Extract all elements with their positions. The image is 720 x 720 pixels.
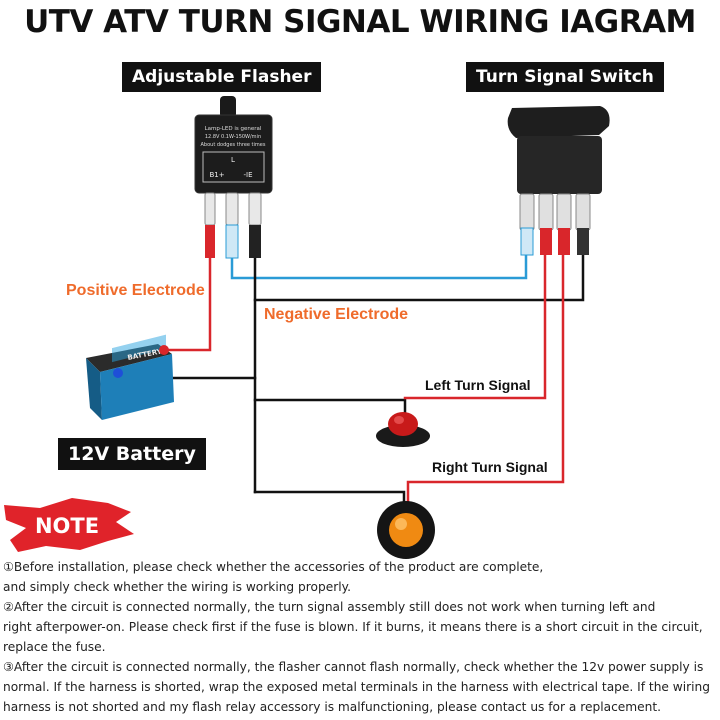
diagram-title: UTV ATV TURN SIGNAL WIRING IAGRAM xyxy=(24,4,696,40)
flasher-text-1: Lamp-LED is general xyxy=(205,126,262,132)
note-line-3: ②After the circuit is connected normally… xyxy=(3,600,656,614)
battery: BATTERY xyxy=(86,334,174,420)
negative-wire-left-lamp xyxy=(253,398,407,422)
note-line-4: right afterpower-on. Please check first … xyxy=(3,620,703,634)
signal-wire xyxy=(230,253,528,280)
battery-label: 12V Battery xyxy=(58,438,206,470)
negative-wire-right-lamp xyxy=(253,490,406,510)
flasher-pin-b: B1+ xyxy=(209,171,224,179)
negative-wire-switch xyxy=(253,253,585,302)
flasher-unit: Lamp-LED is general 12.8V 0.1W-150W/min … xyxy=(194,96,273,259)
flasher-pin-l: L xyxy=(231,156,235,164)
note-badge: NOTE xyxy=(4,498,134,552)
rocker-switch xyxy=(507,106,610,256)
note-line-6: ③After the circuit is connected normally… xyxy=(3,660,704,674)
switch-label: Turn Signal Switch xyxy=(466,62,664,92)
note-line-2: and simply check whether the wiring is w… xyxy=(3,580,351,594)
flasher-text-3: About dodges three times xyxy=(201,142,266,148)
left-turn-wire xyxy=(403,253,547,400)
left-turn-signal-label: Left Turn Signal xyxy=(425,377,531,393)
flasher-text-2: 12.8V 0.1W-150W/min xyxy=(205,134,261,140)
positive-electrode-label: Positive Electrode xyxy=(66,282,205,299)
flasher-label: Adjustable Flasher xyxy=(122,62,322,92)
note-badge-text: NOTE xyxy=(35,514,99,538)
right-turn-signal-label: Right Turn Signal xyxy=(432,459,548,475)
note-line-8: harness is not shorted and my flash rela… xyxy=(3,700,662,714)
left-turn-lamp xyxy=(376,412,430,447)
flasher-pin-e: -IE xyxy=(243,171,252,179)
right-turn-wire xyxy=(406,253,565,510)
positive-wire xyxy=(166,256,212,352)
note-line-5: replace the fuse. xyxy=(3,640,106,654)
right-turn-lamp xyxy=(377,501,435,559)
note-line-1: ①Before installation, please check wheth… xyxy=(3,560,544,574)
negative-electrode-label: Negative Electrode xyxy=(264,306,409,323)
note-line-7: normal. If the harness is shorted, wrap … xyxy=(3,680,711,694)
